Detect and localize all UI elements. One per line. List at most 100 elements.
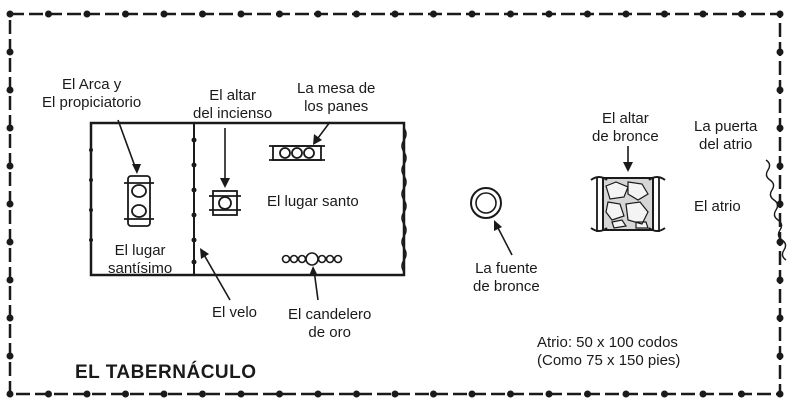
fence-post: [122, 390, 129, 398]
fence-post: [391, 10, 399, 18]
court-gate: [765, 159, 787, 261]
fence-post: [738, 10, 745, 18]
fence-post: [6, 124, 14, 132]
fence-post: [6, 352, 14, 360]
label-laver: La fuente de bronce: [473, 260, 540, 296]
label-court-gate: La puerta del atrio: [694, 118, 757, 154]
fence-post: [776, 314, 784, 322]
laver-arrowhead: [494, 220, 502, 231]
fence-post: [738, 390, 745, 398]
label-courtyard: El atrio: [694, 198, 741, 216]
fence-post: [6, 238, 14, 246]
fence-post: [237, 10, 245, 18]
label-measurements-line2: (Como 75 x 150 pies): [537, 352, 681, 369]
label-bronze-altar-line2: de bronce: [592, 128, 659, 145]
label-showbread-table: La mesa de los panes: [297, 80, 375, 116]
label-lampstand: El candelero de oro: [288, 306, 371, 342]
incense-arrowhead: [220, 178, 230, 188]
fence-post: [391, 390, 399, 398]
diagram-title: EL TABERNÁCULO: [75, 362, 257, 383]
label-court-gate-line1: La puerta: [694, 118, 758, 135]
showbread-arrowhead: [313, 134, 322, 145]
label-showbread-line1: La mesa de: [297, 80, 376, 97]
label-measurements: Atrio: 50 x 100 codos (Como 75 x 150 pie…: [537, 334, 680, 370]
veil-posts: [191, 137, 197, 265]
tent-posts: [89, 148, 93, 242]
incense-altar-icon: [209, 190, 241, 216]
fence-post: [6, 48, 14, 56]
fence-post: [45, 10, 52, 18]
fence-post: [776, 352, 784, 360]
fence-post: [6, 200, 14, 208]
label-measurements-line1: Atrio: 50 x 100 codos: [537, 334, 678, 351]
label-courtyard-text: El atrio: [694, 198, 741, 215]
label-lampstand-line1: El candelero: [288, 306, 372, 323]
label-lampstand-line2: de oro: [308, 324, 351, 341]
fence-post: [622, 390, 630, 398]
fence-post: [314, 390, 322, 398]
fence-post: [468, 390, 476, 398]
lampstand-icon: [281, 252, 343, 266]
label-holy-of-holies-line2: santísimo: [108, 260, 173, 277]
fence-post: [314, 10, 322, 18]
fence-post: [699, 10, 707, 18]
veil-arrowhead: [200, 248, 209, 259]
ark-icon: [124, 175, 154, 227]
label-bronze-altar: El altar de bronce: [592, 110, 659, 146]
tent-entrance: [401, 127, 407, 273]
label-incense-altar: El altar del incienso: [193, 87, 272, 123]
fence-post: [622, 10, 630, 18]
label-holy-of-holies: El lugar santísimo: [108, 242, 172, 278]
bronze-altar-icon: [590, 176, 666, 232]
label-holy-place-text: El lugar santo: [267, 193, 359, 210]
label-ark: El Arca y El propiciatorio: [42, 76, 141, 112]
laver-icon: [470, 187, 502, 219]
fence-post: [6, 314, 14, 322]
label-court-gate-line2: del atrio: [699, 136, 753, 153]
fence-post: [160, 390, 168, 398]
label-incense-altar-line1: El altar: [209, 87, 256, 104]
bronze-altar-arrowhead: [623, 162, 633, 172]
fence-post: [776, 124, 784, 132]
fence-post: [776, 162, 784, 170]
label-bronze-altar-line1: El altar: [602, 110, 649, 127]
lampstand-arrowhead: [309, 266, 318, 276]
showbread-table-icon: [269, 145, 325, 161]
fence-post: [430, 390, 437, 398]
laver-pointer: [495, 223, 513, 256]
fence-post: [776, 48, 784, 56]
fence-post: [6, 390, 14, 398]
fence-post: [545, 10, 553, 18]
fence-post: [545, 390, 553, 398]
fence-post: [661, 390, 668, 398]
fence-post: [661, 10, 668, 18]
label-incense-altar-line2: del incienso: [193, 105, 273, 122]
fence-post: [468, 10, 476, 18]
fence-post: [6, 276, 14, 284]
label-laver-line2: de bronce: [473, 278, 540, 295]
fence-post: [776, 86, 784, 94]
fence-post: [584, 10, 591, 18]
label-holy-of-holies-line1: El lugar: [114, 242, 166, 259]
fence-posts: [6, 10, 784, 398]
veil-pointer: [202, 252, 231, 301]
fence-post: [6, 86, 14, 94]
label-veil-text: El velo: [212, 304, 258, 321]
fence-post: [584, 390, 591, 398]
fence-post: [276, 10, 283, 18]
fence-post: [199, 10, 206, 18]
fence-post: [83, 390, 91, 398]
fence-post: [237, 390, 245, 398]
fence-post: [507, 390, 514, 398]
fence-post: [160, 10, 168, 18]
label-ark-line1: El Arca y: [62, 76, 122, 93]
fence-post: [430, 10, 437, 18]
fence-post: [45, 390, 52, 398]
fence-post: [6, 10, 14, 18]
label-showbread-line2: los panes: [304, 98, 369, 115]
fence-post: [353, 10, 360, 18]
label-ark-line2: El propiciatorio: [42, 94, 142, 111]
fence-post: [776, 276, 784, 284]
fence-post: [699, 390, 707, 398]
